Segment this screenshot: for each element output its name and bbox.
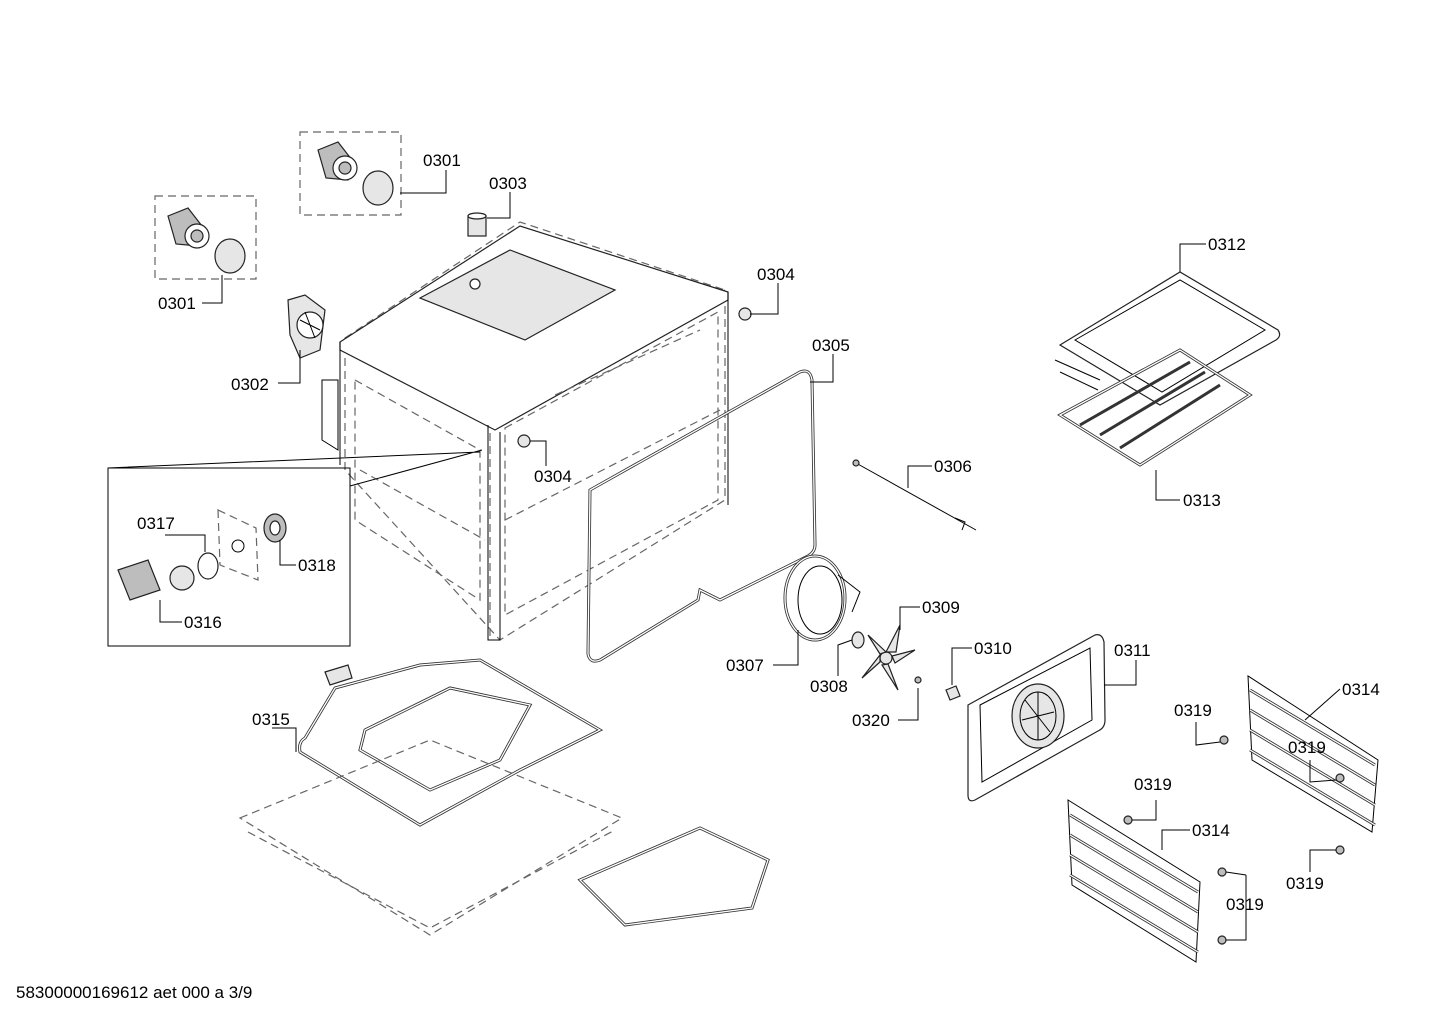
label-0319-b: 0319 (1288, 738, 1326, 757)
shelf-guide-left (1067, 799, 1201, 963)
document-footer-id: 58300000169612 aet 000 a 3/9 (16, 983, 252, 1002)
lamp-group-lower (154, 195, 257, 280)
label-0315: 0315 (252, 710, 290, 729)
label-0303: 0303 (489, 174, 527, 193)
label-0301-upper: 0301 (423, 151, 461, 170)
turnspit-motor (287, 294, 326, 359)
switch-bracket (117, 559, 161, 601)
label-0305: 0305 (812, 336, 850, 355)
knob-0304-lower (517, 434, 531, 448)
bottom-gasket (577, 826, 770, 927)
top-heater-assembly (1054, 271, 1281, 467)
label-0313: 0313 (1183, 491, 1221, 510)
cap-0310 (945, 685, 961, 701)
label-0319-c: 0319 (1134, 775, 1172, 794)
label-0310: 0310 (974, 639, 1012, 658)
label-0306: 0306 (934, 457, 972, 476)
label-0308: 0308 (810, 677, 848, 696)
label-0317: 0317 (137, 514, 175, 533)
washer (851, 631, 865, 649)
label-0316: 0316 (184, 613, 222, 632)
label-0319-a: 0319 (1174, 701, 1212, 720)
temperature-probe (852, 459, 977, 531)
fan-wheel (861, 624, 916, 691)
inset-detail-box (107, 449, 483, 647)
label-0304-upper: 0304 (757, 265, 795, 284)
bottom-plate (238, 739, 624, 936)
label-0307: 0307 (726, 656, 764, 675)
label-0320: 0320 (852, 711, 890, 730)
label-0309: 0309 (922, 598, 960, 617)
oven-cavity (321, 221, 729, 641)
fan-cover (967, 634, 1106, 802)
label-0312: 0312 (1208, 235, 1246, 254)
bottom-heater (298, 658, 604, 827)
door-gasket (586, 369, 817, 663)
nut-0320 (914, 676, 922, 684)
label-0319-d: 0319 (1286, 874, 1324, 893)
knob-0304-upper (738, 307, 752, 321)
lamp-group-upper (299, 131, 402, 216)
label-0319-e: 0319 (1226, 895, 1264, 914)
label-0311: 0311 (1114, 641, 1151, 660)
label-0314-right: 0314 (1342, 680, 1380, 699)
leader-lines (159, 170, 1341, 941)
ring-heater (783, 554, 861, 642)
label-0302: 0302 (231, 375, 269, 394)
label-0304-lower: 0304 (534, 467, 572, 486)
shelf-guide-right (1247, 675, 1379, 833)
vent-pipe (467, 212, 487, 290)
label-0301-lower: 0301 (158, 294, 196, 313)
part-labels: 0301 0301 0302 0303 0304 0304 0305 0306 … (137, 151, 1380, 914)
screw-icons (1123, 735, 1345, 945)
label-0314-left: 0314 (1192, 821, 1230, 840)
label-0318: 0318 (298, 556, 336, 575)
